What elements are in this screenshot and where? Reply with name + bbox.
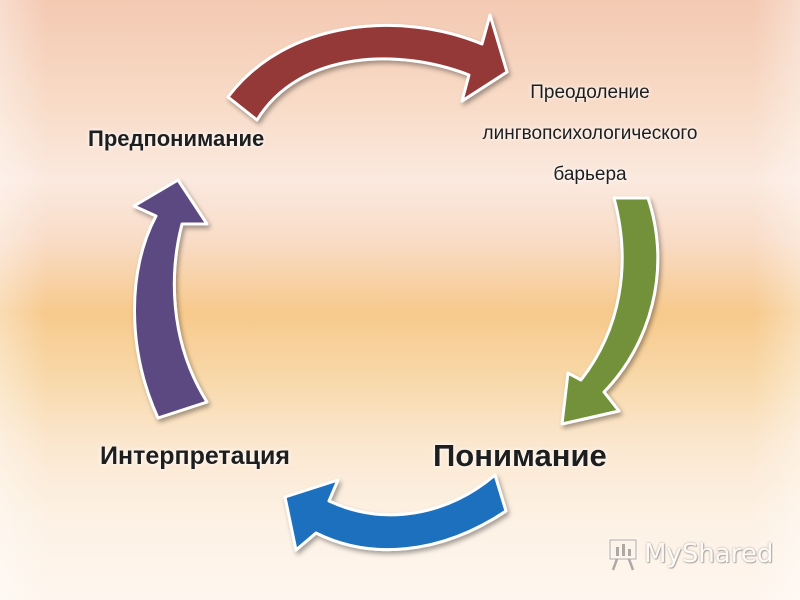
watermark-text: MyShared <box>644 539 774 569</box>
node-understanding: Понимание <box>433 438 607 473</box>
node-overcoming-barrier: Преодоление лингвопсихологического барье… <box>440 72 740 195</box>
node-overcoming-barrier-line-2: лингвопсихологического <box>482 123 698 144</box>
watermark: MyShared <box>608 536 773 572</box>
arrow-left <box>132 178 209 420</box>
presentation-board-icon <box>608 538 638 571</box>
arrow-top <box>226 13 509 122</box>
node-preunderstanding: Предпонимание <box>88 126 265 151</box>
node-interpretation: Интерпретация <box>100 442 290 470</box>
node-overcoming-barrier-line-1: Преодоление <box>530 82 650 103</box>
node-overcoming-barrier-line-3: барьера <box>553 164 627 185</box>
arrow-bottom <box>283 473 508 552</box>
arrow-right <box>560 196 660 426</box>
